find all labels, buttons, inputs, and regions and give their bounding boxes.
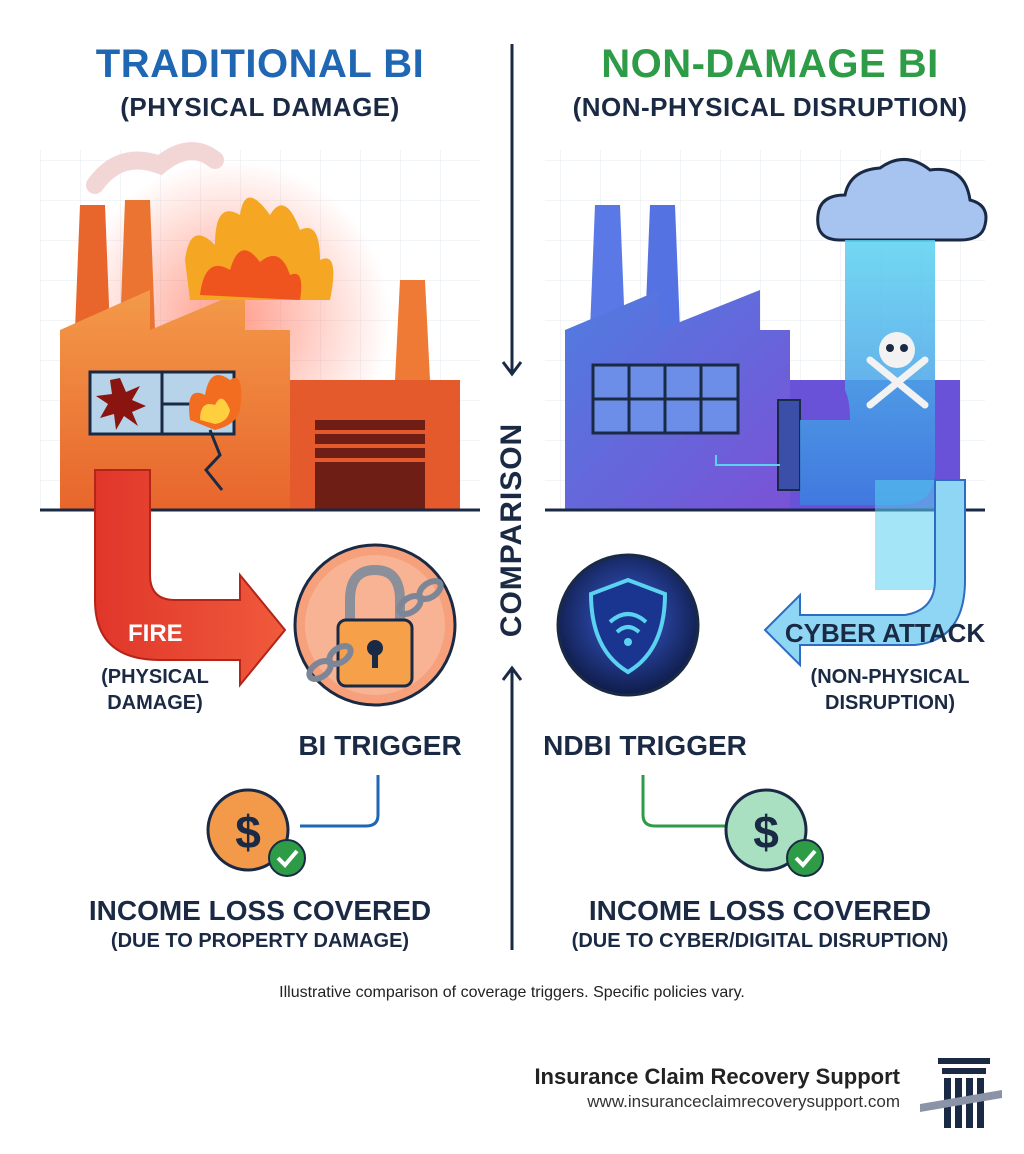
shield-wifi-icon	[556, 553, 700, 697]
cyber-sub-1: (NON-PHYSICAL	[810, 666, 970, 688]
left-connector	[300, 775, 380, 828]
brand-url[interactable]: www.insuranceclaimrecoverysupport.com	[587, 1092, 900, 1111]
left-subtitle: (PHYSICAL DAMAGE)	[120, 92, 400, 122]
fire-label: FIRE	[128, 620, 183, 647]
dollar-check-icon: $	[206, 788, 306, 877]
right-subtitle: (NON-PHYSICAL DISRUPTION)	[572, 92, 968, 122]
left-title: TRADITIONAL BI	[95, 42, 425, 86]
ndbi-trigger-label: NDBI TRIGGER	[543, 730, 747, 761]
svg-text:$: $	[753, 806, 779, 858]
cloud-icon	[816, 158, 988, 242]
brand-name: Insurance Claim Recovery Support	[534, 1064, 900, 1089]
dollar-check-icon: $	[724, 788, 824, 877]
right-result-sub: (DUE TO CYBER/DIGITAL DISRUPTION)	[571, 930, 949, 952]
fire-arrow	[94, 469, 287, 688]
right-title: NON-DAMAGE BI	[601, 42, 939, 86]
left-result-title: INCOME LOSS COVERED	[88, 895, 432, 926]
fire-sub-2: DAMAGE)	[107, 692, 203, 714]
fire-sub-1: (PHYSICAL	[101, 666, 209, 688]
padlock-chain-icon	[293, 543, 457, 707]
center-divider	[501, 44, 523, 950]
comparison-label: COMPARISON	[495, 422, 528, 638]
right-connector	[641, 775, 725, 828]
pillar-logo-icon	[920, 1058, 1002, 1128]
bi-trigger-label: BI TRIGGER	[298, 730, 462, 761]
data-stream	[763, 240, 966, 668]
footnote: Illustrative comparison of coverage trig…	[279, 984, 745, 1001]
cyber-attack-label: CYBER ATTACK	[784, 618, 986, 648]
skull-crossbones-icon	[866, 332, 929, 409]
factory-fire-icon	[40, 142, 480, 512]
left-result-sub: (DUE TO PROPERTY DAMAGE)	[110, 930, 410, 952]
cyber-sub-2: DISRUPTION)	[825, 692, 955, 714]
svg-text:$: $	[235, 806, 261, 858]
right-result-title: INCOME LOSS COVERED	[588, 895, 932, 926]
